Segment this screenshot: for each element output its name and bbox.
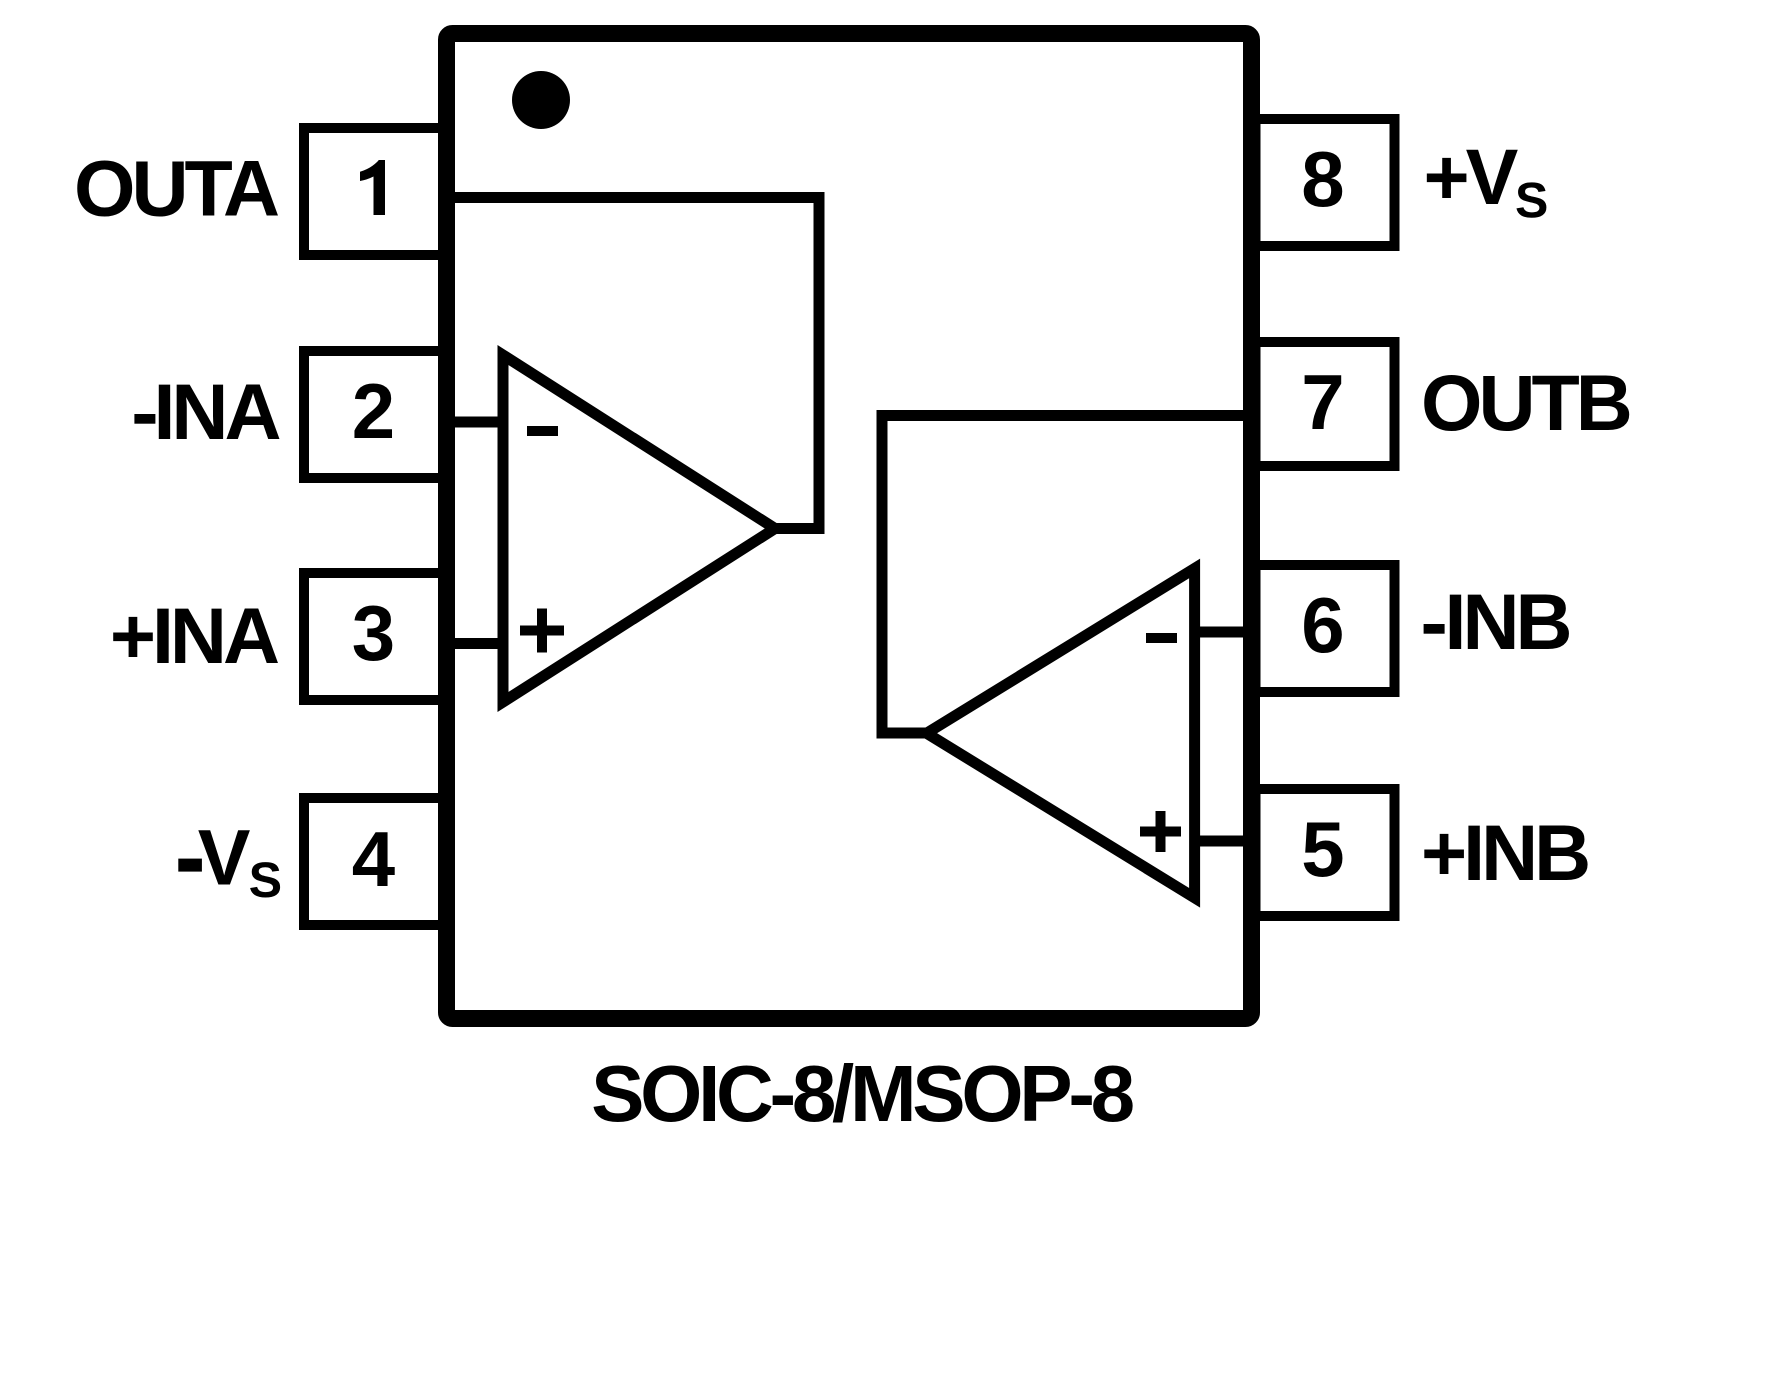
svg-text:7: 7: [1301, 358, 1344, 446]
svg-text:OUTB: OUTB: [1421, 358, 1630, 447]
svg-text:2: 2: [352, 367, 395, 455]
svg-text:4: 4: [352, 815, 395, 903]
svg-text:INA: INA: [153, 367, 279, 456]
svg-text:6: 6: [1301, 581, 1344, 669]
svg-text:+INB: +INB: [1421, 808, 1588, 897]
svg-text:5: 5: [1301, 805, 1344, 893]
svg-text:+V: +V: [1424, 132, 1519, 221]
svg-text:+INA: +INA: [110, 591, 278, 680]
svg-text:INB: INB: [1445, 577, 1570, 666]
svg-text:V: V: [198, 813, 251, 902]
svg-text:8: 8: [1301, 135, 1344, 223]
svg-text:OUTA: OUTA: [74, 144, 278, 233]
svg-text:SOIC-8/MSOP-8: SOIC-8/MSOP-8: [591, 1049, 1134, 1138]
svg-text:3: 3: [352, 589, 395, 677]
